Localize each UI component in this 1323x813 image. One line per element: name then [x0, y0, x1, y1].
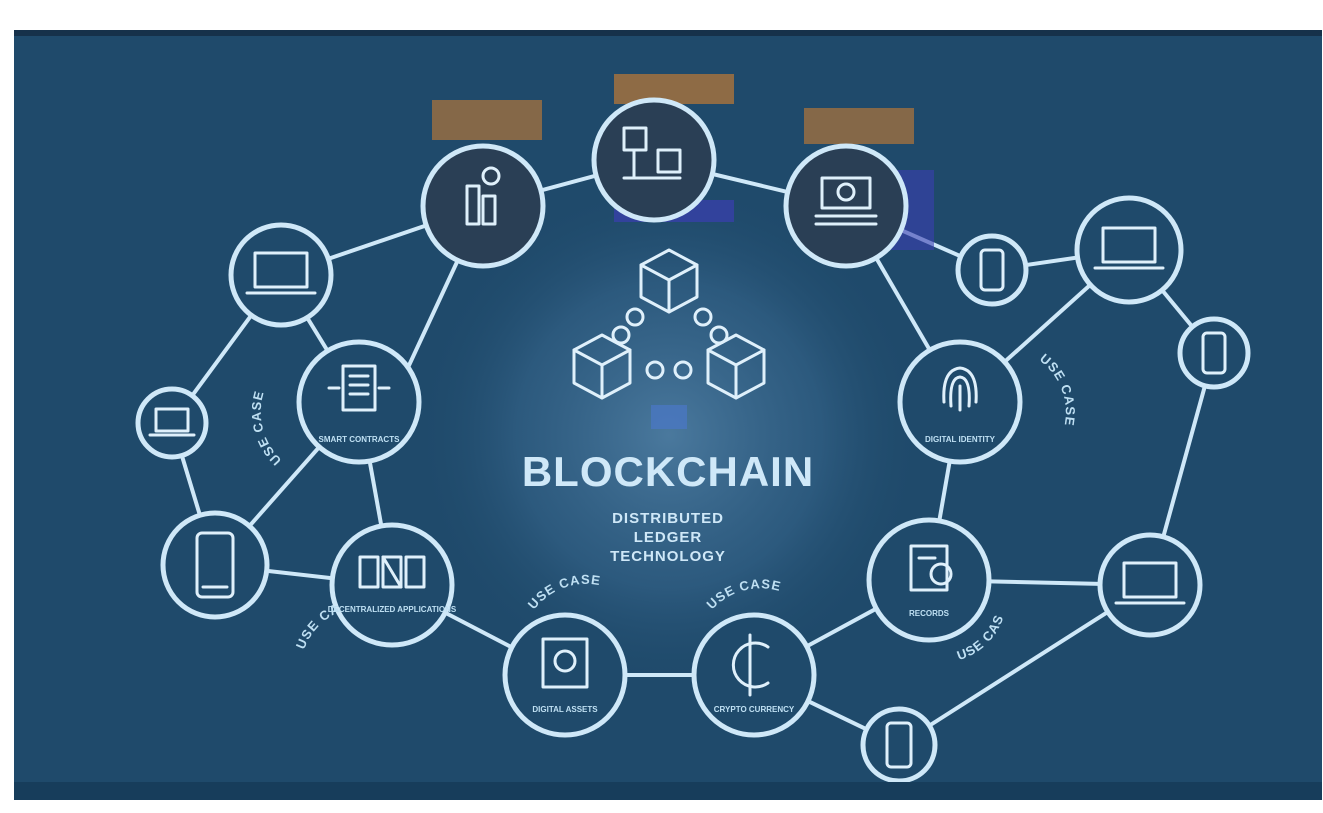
subtitle-line-1: DISTRIBUTED — [612, 510, 724, 527]
frame-top-border — [14, 30, 1322, 36]
use-case-digital-identity: DIGITAL IDENTITY USE CASE — [897, 339, 1078, 465]
digital-assets-icon — [541, 637, 589, 689]
frame-bottom-border — [14, 782, 1322, 800]
top-node-left — [420, 100, 546, 269]
smartphone-icon — [979, 248, 1005, 292]
node-caption: DECENTRALIZED APPLICATIONS — [328, 605, 457, 614]
node-caption: DIGITAL ASSETS — [532, 705, 598, 714]
laptop-node-right — [1097, 532, 1203, 638]
laptop-node-left — [135, 386, 209, 460]
use-case-smart-contracts: SMART CONTRACTS USE CASE — [249, 339, 422, 468]
center-glow — [414, 180, 924, 690]
fingerprint-icon — [942, 366, 978, 412]
diagram-title: BLOCKCHAIN — [521, 448, 815, 495]
laptop-icon — [148, 407, 196, 437]
phone-node-left — [160, 510, 270, 620]
top-node-right — [783, 108, 934, 269]
subtitle-line-2: LEDGER — [633, 529, 703, 546]
diagram-frame: SMART CONTRACTS USE CASE DECENTRALIZED A… — [14, 30, 1322, 800]
phone-node-top-right — [955, 233, 1029, 307]
phone-node-bottom — [860, 706, 938, 784]
document-icon — [909, 544, 953, 592]
use-case-label: USE CASE — [1037, 351, 1078, 428]
decentralized-apps-icon — [358, 555, 426, 589]
crypto-currency-icon — [731, 633, 770, 697]
bank-icon — [814, 176, 878, 226]
smart-contract-icon — [327, 364, 391, 412]
subtitle-line-3: TECHNOLOGY — [610, 548, 726, 565]
smartphone-icon — [1201, 331, 1227, 375]
hand-tap-icon — [465, 166, 501, 226]
smartphone-icon — [885, 721, 913, 769]
node-caption: DIGITAL IDENTITY — [925, 435, 996, 444]
top-node-center — [591, 74, 734, 223]
laptop-node-top-right — [1074, 195, 1184, 305]
laptop-node-top-left — [228, 222, 334, 328]
node-caption: CRYPTO CURRENCY — [714, 705, 795, 714]
blockchain-network-diagram: SMART CONTRACTS USE CASE DECENTRALIZED A… — [14, 30, 1251, 784]
node-caption: RECORDS — [909, 609, 950, 618]
smartphone-icon — [195, 531, 235, 599]
laptop-icon — [1114, 561, 1186, 605]
coins-stack-icon — [622, 126, 682, 180]
laptop-icon — [1093, 226, 1165, 270]
blockchain-cubes-icon — [572, 248, 766, 429]
node-caption: SMART CONTRACTS — [319, 435, 401, 444]
phone-node-right — [1177, 316, 1251, 390]
laptop-icon — [245, 251, 317, 295]
